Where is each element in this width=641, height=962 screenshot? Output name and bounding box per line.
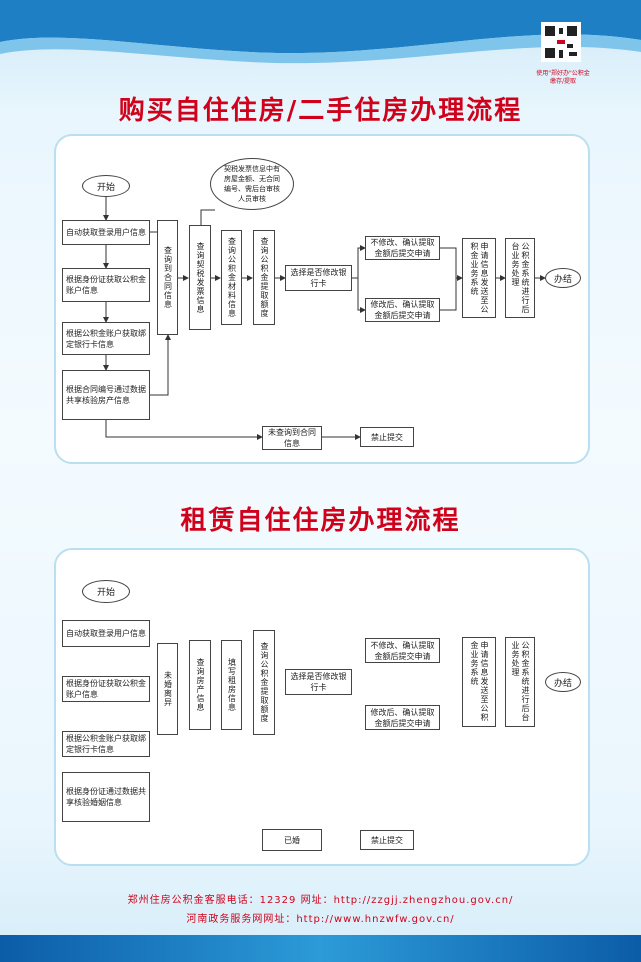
query-contract-node: 查询到合同信息 — [157, 220, 178, 335]
section2-title: 租赁自住住房办理流程 — [180, 506, 461, 536]
bottom-band — [0, 935, 641, 962]
no-modify-node-2: 不修改、确认提取金额后提交申请 — [365, 638, 440, 663]
query-materials-node: 查询公积金材料信息 — [221, 230, 242, 325]
step-get-account-1: 根据身份证获取公积金账户信息 — [62, 268, 150, 302]
start-node-2: 开始 — [82, 580, 130, 603]
married-node: 已婚 — [262, 829, 322, 851]
process-node-2: 公积金系统进行后台业务处理 — [505, 637, 535, 727]
step-get-card-1: 根据公积金账户获取绑定银行卡信息 — [62, 322, 150, 355]
invoice-note-bubble: 契税发票信息中有房屋金额、无合同编号、需后台审核人员审核 — [210, 158, 294, 210]
step-get-user-2: 自动获取登录用户信息 — [62, 620, 150, 647]
forbid-node-2: 禁止提交 — [360, 830, 414, 850]
step-get-account-2: 根据身份证获取公积金账户信息 — [62, 676, 150, 702]
choose-card-node-1: 选择是否修改银行卡 — [285, 265, 352, 291]
footer-portal: 河南政务服务网网址：http://www.hnzwfw.gov.cn/ — [186, 914, 455, 925]
process-node-1: 公积金系统进行后台业务处理 — [505, 238, 535, 318]
step-get-user-1: 自动获取登录用户信息 — [62, 220, 150, 245]
modify-node-1: 修改后、确认提取金额后提交申请 — [365, 298, 440, 322]
query-house-node: 查询房产信息 — [189, 640, 211, 730]
not-found-node: 未查询到合同信息 — [262, 426, 322, 450]
fill-rent-node: 填写租房信息 — [221, 640, 242, 730]
query-invoice-node: 查询契税发票信息 — [189, 225, 211, 330]
no-modify-node-1: 不修改、确认提取金额后提交申请 — [365, 236, 440, 260]
choose-card-node-2: 选择是否修改银行卡 — [285, 669, 352, 695]
qr-code — [541, 22, 581, 62]
query-amount-node-2: 查询公积金提取额度 — [253, 630, 275, 735]
qr-caption: 使用"郑好办"公积金缴存/提取 — [536, 70, 590, 85]
forbid-node-1: 禁止提交 — [360, 427, 414, 447]
footer-hotline: 郑州住房公积金客服电话：12329 网址：http://zzgjj.zhengz… — [127, 895, 514, 906]
end-node-2: 办结 — [545, 672, 581, 692]
submit-node-1: 申请信息发送至公积金业务系统 — [462, 238, 496, 318]
step-verify-marriage: 根据身份证通过数据共享核验婚姻信息 — [62, 772, 150, 822]
end-node-1: 办结 — [545, 268, 581, 288]
unmarried-node: 未婚离异 — [157, 643, 178, 735]
modify-node-2: 修改后、确认提取金额后提交申请 — [365, 705, 440, 730]
step-get-card-2: 根据公积金账户获取绑定银行卡信息 — [62, 731, 150, 757]
step-verify-house: 根据合同编号通过数据共享核验房产信息 — [62, 370, 150, 420]
query-amount-node-1: 查询公积金提取额度 — [253, 230, 275, 325]
start-node-1: 开始 — [82, 175, 130, 197]
submit-node-2: 申请信息发送至公积金业务系统 — [462, 637, 496, 727]
header-wave — [0, 0, 641, 64]
section1-title: 购买自住住房/二手住房办理流程 — [118, 96, 523, 126]
